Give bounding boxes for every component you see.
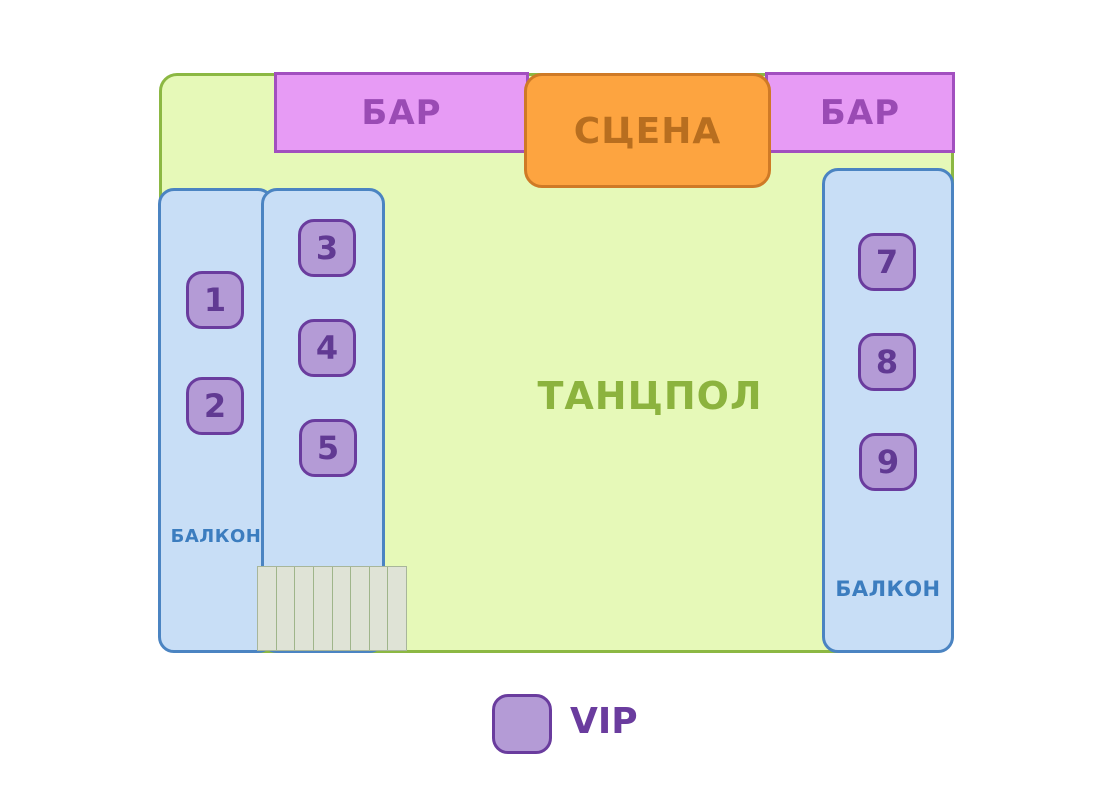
dance-floor-label: ТАНЦПОЛ	[537, 374, 763, 418]
balcony-right-label: БАЛКОН	[835, 577, 941, 601]
vip-table-8[interactable]: 8	[858, 333, 916, 391]
table-number: 5	[316, 429, 340, 467]
vip-table-5[interactable]: 5	[299, 419, 357, 477]
stage: СЦЕНА	[524, 73, 771, 188]
table-number: 8	[875, 343, 899, 381]
stage-label: СЦЕНА	[573, 111, 722, 152]
stair-step	[295, 567, 314, 650]
vip-table-1[interactable]: 1	[186, 271, 244, 329]
vip-table-3[interactable]: 3	[298, 219, 356, 277]
vip-table-9[interactable]: 9	[859, 433, 917, 491]
table-number: 4	[315, 329, 339, 367]
stair-step	[369, 567, 389, 650]
table-number: 9	[876, 443, 900, 481]
stair-step	[332, 567, 352, 650]
stair-step	[258, 567, 277, 650]
table-number: 3	[315, 229, 339, 267]
table-number: 2	[203, 387, 227, 425]
legend-vip-swatch	[492, 694, 552, 754]
bar-right: БАР	[765, 72, 955, 153]
bar-right-label: БАР	[819, 92, 901, 133]
stair-step	[388, 567, 406, 650]
balcony-left-label: БАЛКОН	[170, 526, 262, 547]
vip-table-2[interactable]: 2	[186, 377, 244, 435]
stair-step	[313, 567, 333, 650]
stair-step	[276, 567, 296, 650]
stairs	[257, 566, 407, 651]
stair-step	[351, 567, 370, 650]
bar-left-label: БАР	[361, 92, 442, 133]
vip-table-7[interactable]: 7	[858, 233, 916, 291]
bar-left: БАР	[274, 72, 529, 153]
table-number: 7	[875, 243, 899, 281]
legend-vip-label: VIP	[570, 701, 638, 742]
balcony-right	[822, 168, 954, 653]
vip-table-4[interactable]: 4	[298, 319, 356, 377]
table-number: 1	[203, 281, 227, 319]
